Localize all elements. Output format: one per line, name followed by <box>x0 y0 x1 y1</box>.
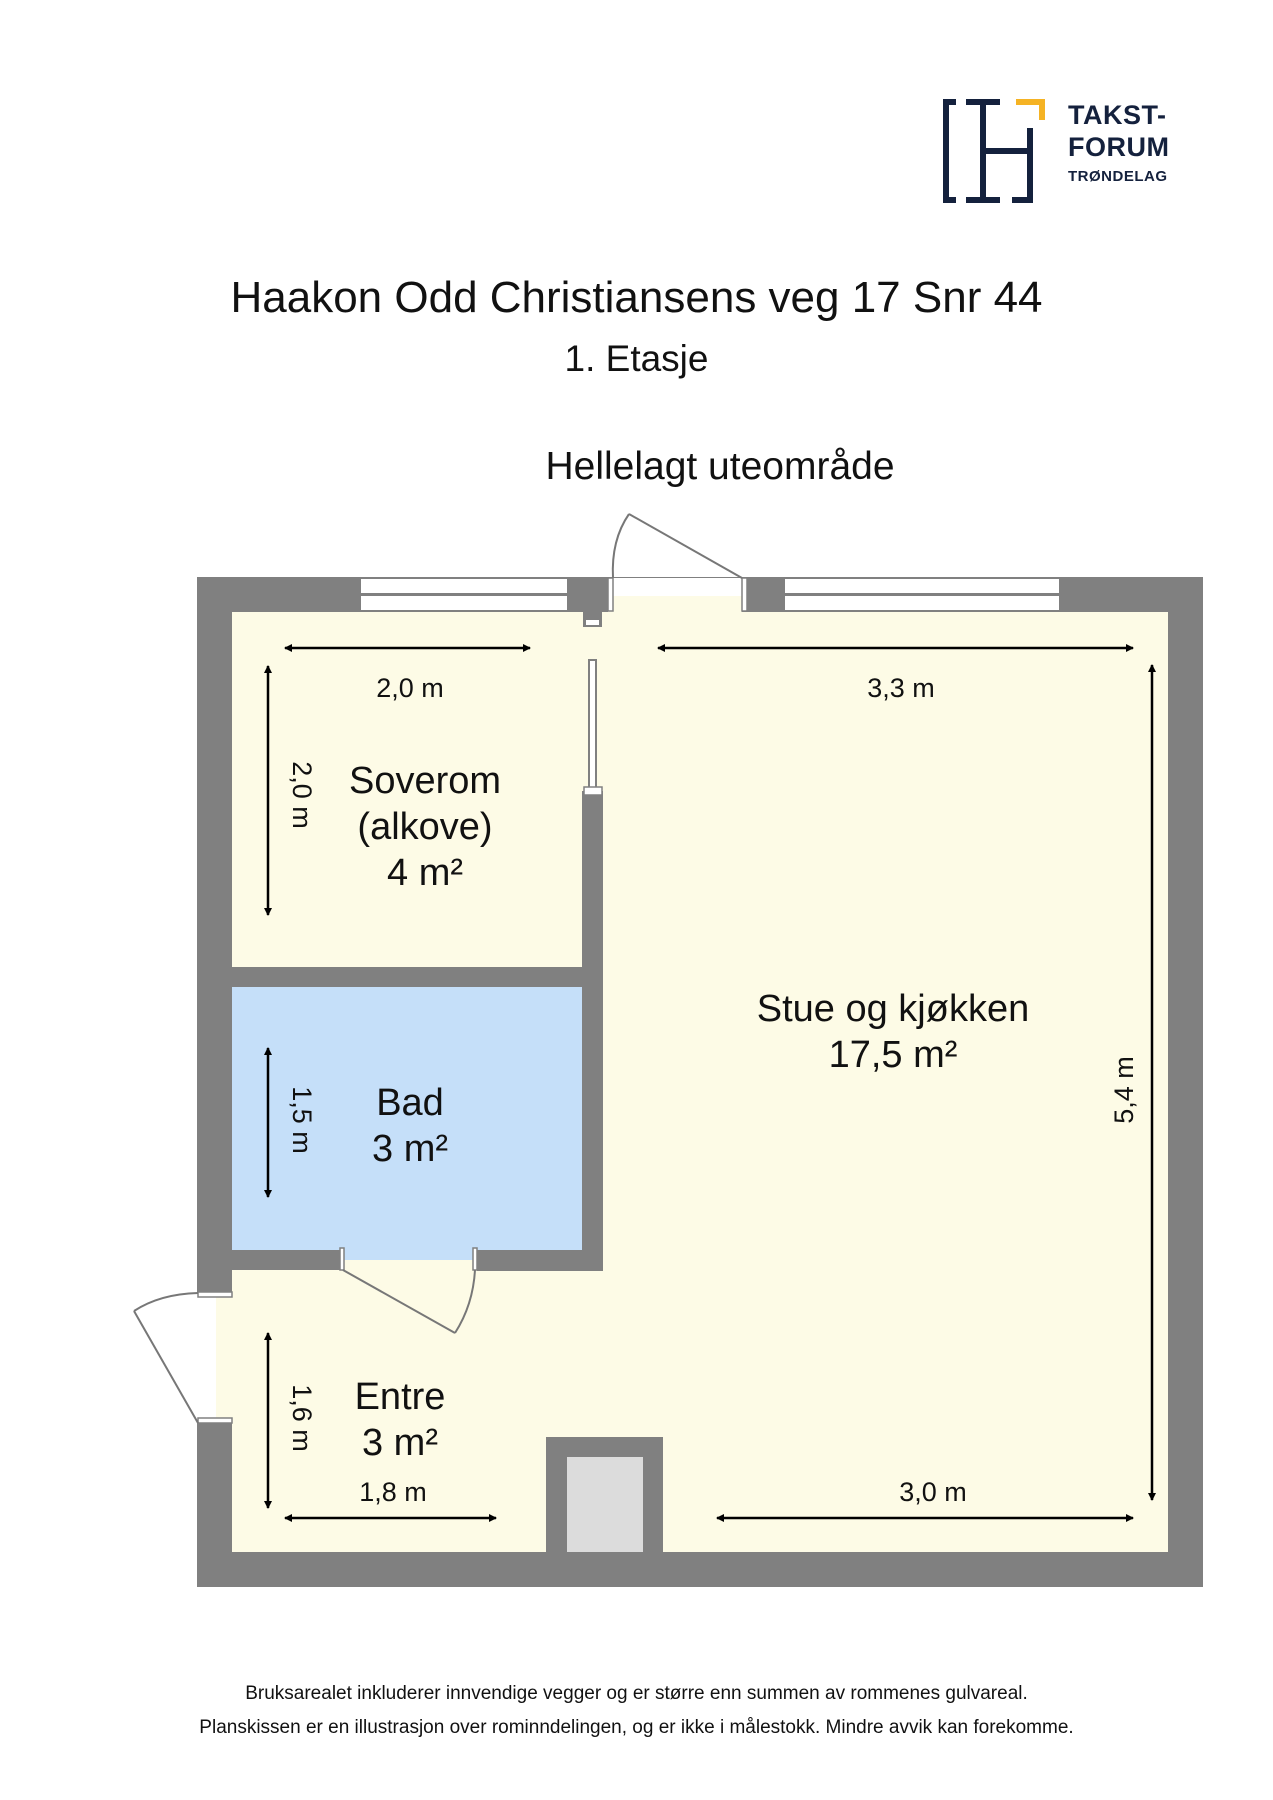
logo-mark-icon <box>943 99 1045 203</box>
room-area: 3 m² <box>372 1128 448 1170</box>
room-name: Stue og kjøkken <box>756 988 1030 1030</box>
wall-bath-bottom-left <box>232 1250 340 1270</box>
floor-label: 1. Etasje <box>564 338 709 379</box>
room-bedroom: Soverom (alkove) 4 m² <box>349 758 501 896</box>
dim-label-bedroom-width: 2,0 m <box>376 673 444 703</box>
dim-label-living-depth: 5,4 m <box>1109 1056 1139 1124</box>
sliding-door <box>588 659 597 792</box>
room-name: Soverom <box>348 760 502 802</box>
logo-text-trondelag: TRØNDELAG <box>1068 168 1168 185</box>
room-living-kitchen: Stue og kjøkken 17,5 m² <box>757 986 1029 1078</box>
dim-label-living-width-top: 3,3 m <box>867 673 935 703</box>
wall-bedroom-bath <box>232 967 603 987</box>
bath-door <box>342 1269 456 1334</box>
dim-label-bath-depth: 1,5 m <box>287 1086 317 1154</box>
room-entry: Entre 3 m² <box>355 1374 446 1466</box>
dim-label-entry-width: 1,8 m <box>359 1477 427 1507</box>
wall-bath-bottom-right <box>477 1250 603 1271</box>
room-bath: Bad 3 m² <box>372 1080 448 1172</box>
terrace-door <box>628 513 743 579</box>
bath-floor <box>232 987 582 1250</box>
takstforum-logo: TAKST- FORUM TRØNDELAG <box>942 98 1192 204</box>
footer-note-area: Bruksarealet inkluderer innvendige vegge… <box>245 1683 1028 1704</box>
room-name: Bad <box>376 1082 444 1124</box>
entry-door <box>133 1310 199 1424</box>
logo-text-forum: FORUM <box>1068 132 1170 162</box>
page-title: Haakon Odd Christiansens veg 17 Snr 44 <box>230 273 1043 322</box>
room-area: 17,5 m² <box>828 1034 958 1076</box>
logo-text-takst: TAKST- <box>1068 100 1167 130</box>
dim-label-bedroom-depth: 2,0 m <box>287 761 317 829</box>
room-area: 4 m² <box>387 852 463 894</box>
dim-label-living-width-bottom: 3,0 m <box>899 1477 967 1507</box>
outdoor-area-label: Hellelagt uteområde <box>545 445 895 488</box>
dim-label-entry-depth: 1,6 m <box>287 1384 317 1452</box>
footer-note-disclaimer: Planskissen er en illustrasjon over romi… <box>199 1717 1074 1738</box>
room-area: 3 m² <box>361 1422 438 1464</box>
wall-interior-vertical <box>582 791 603 1271</box>
room-subname: (alkove) <box>357 806 493 848</box>
room-name: Entre <box>354 1376 446 1418</box>
